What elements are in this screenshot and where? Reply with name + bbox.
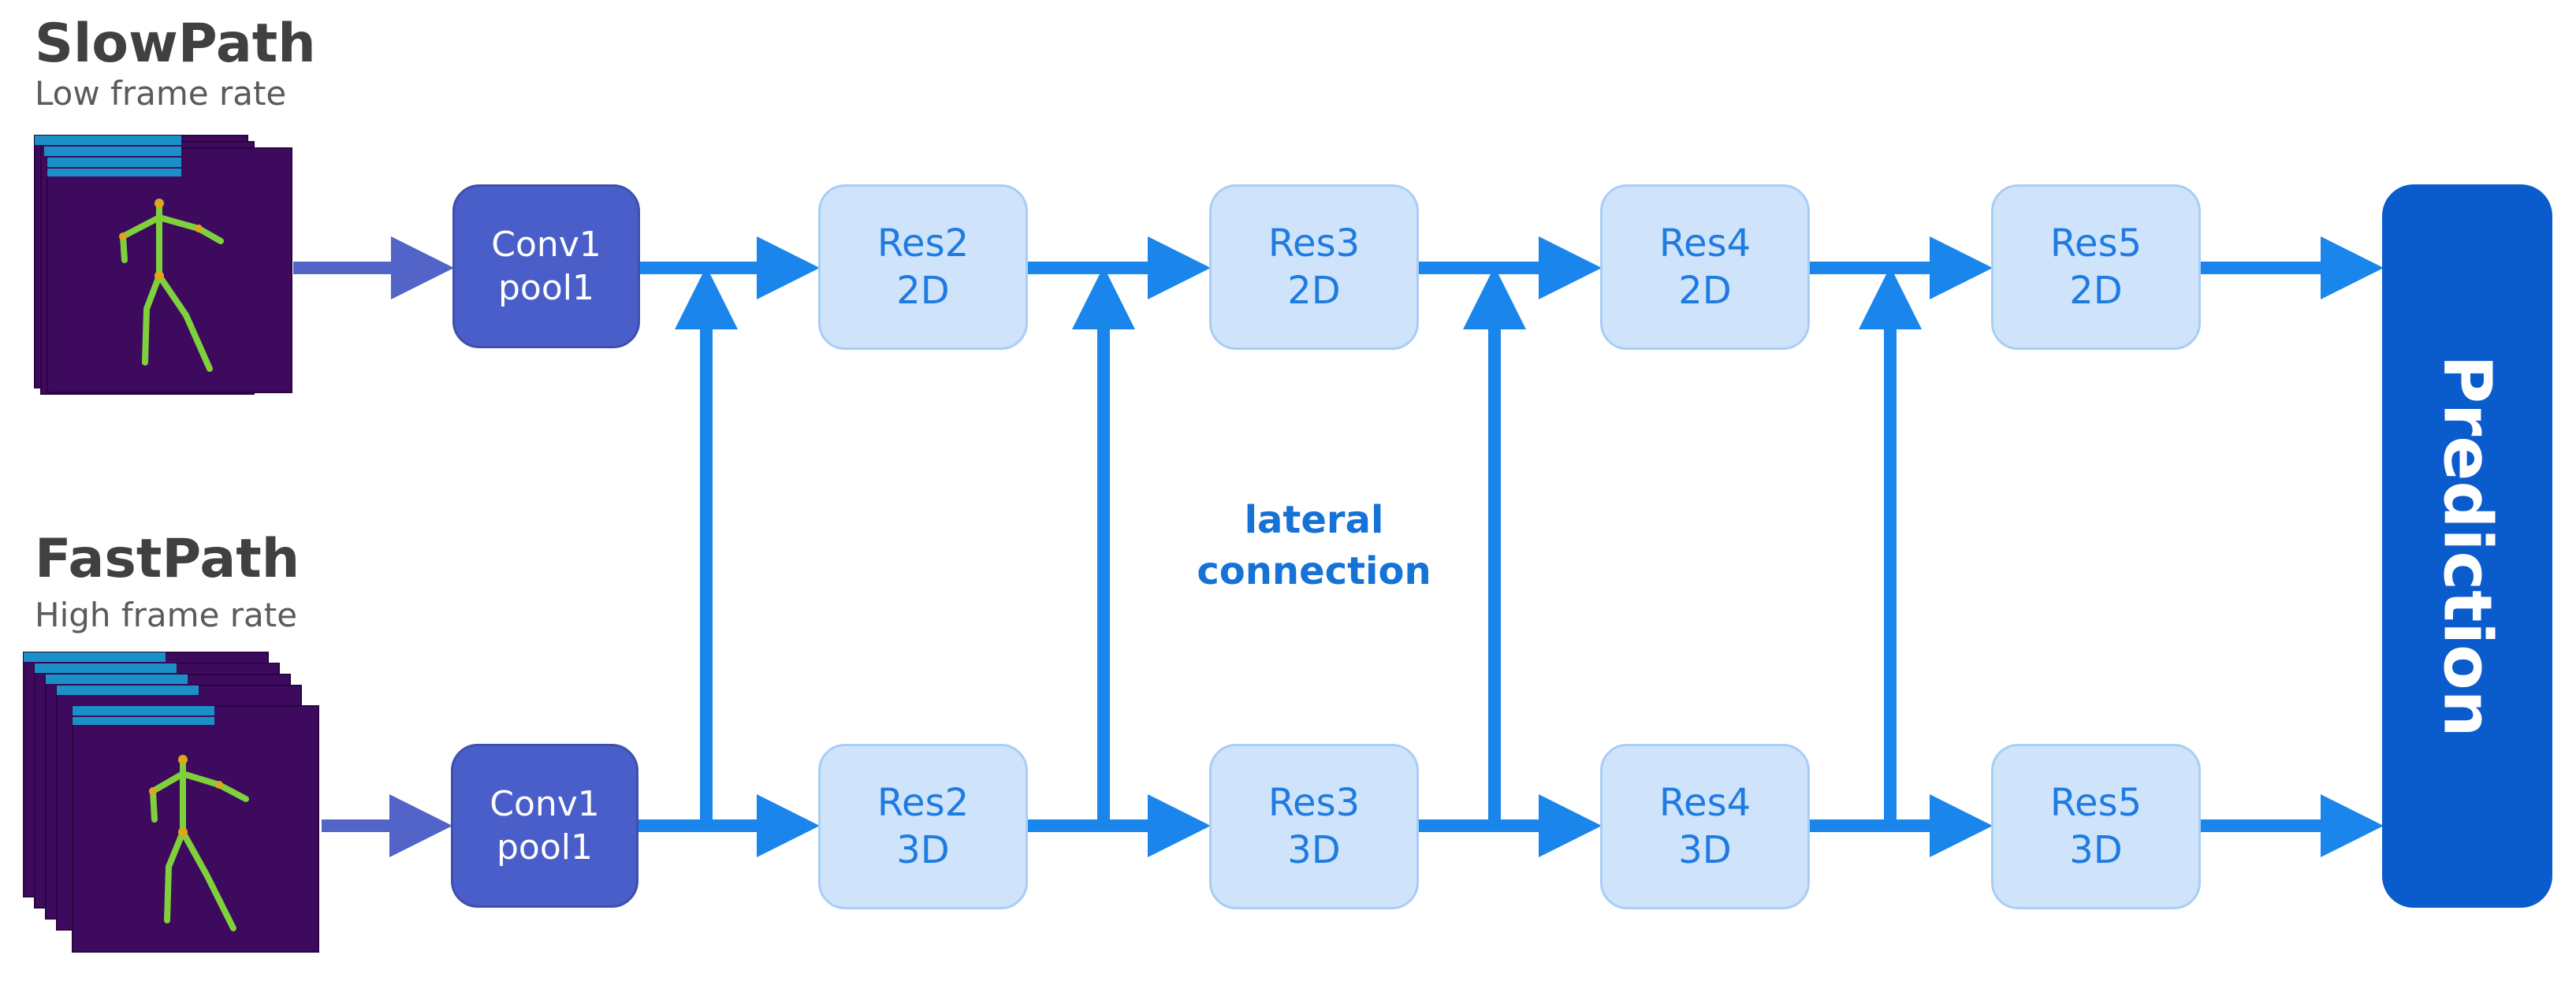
fast-stage-0-line2: pool1	[497, 827, 593, 868]
fast-stage-3-line1: Res4	[1658, 781, 1751, 825]
slow-stage-3-line2: 2D	[1678, 269, 1732, 313]
fast-stage-3-line2: 3D	[1678, 828, 1732, 872]
slow-stage-0-line2: pool1	[498, 268, 594, 308]
fast-res3-block: Res3 3D	[1209, 744, 1419, 909]
fast-stage-2-line2: 3D	[1287, 828, 1341, 872]
fast-res5-block: Res5 3D	[1991, 744, 2201, 909]
fast-stage-0-line1: Conv1	[490, 784, 600, 824]
slow-res5-block: Res5 2D	[1991, 184, 2201, 350]
fastpath-title: FastPath	[35, 528, 300, 590]
lateral-label-line1: lateral	[1244, 498, 1384, 542]
slowpath-title: SlowPath	[35, 13, 316, 75]
lateral-connection-label: lateral connection	[1151, 495, 1477, 597]
lateral-label-line2: connection	[1197, 548, 1431, 593]
fast-stage-4-line1: Res5	[2049, 781, 2142, 825]
slow-conv1-pool1-block: Conv1 pool1	[452, 184, 640, 348]
fast-conv1-pool1-block: Conv1 pool1	[451, 744, 638, 908]
slow-res3-block: Res3 2D	[1209, 184, 1419, 350]
slow-res2-block: Res2 2D	[818, 184, 1028, 350]
slow-stage-1-line2: 2D	[896, 269, 950, 313]
fast-stage-2-line1: Res3	[1268, 781, 1361, 825]
slow-stage-1-line1: Res2	[877, 221, 970, 266]
slow-stage-3-line1: Res4	[1658, 221, 1751, 266]
fast-stage-4-line2: 3D	[2069, 828, 2123, 872]
fast-res4-block: Res4 3D	[1600, 744, 1810, 909]
slowpath-subtitle: Low frame rate	[35, 74, 287, 113]
slow-stage-4-line1: Res5	[2049, 221, 2142, 266]
fast-stage-1-line1: Res2	[877, 781, 970, 825]
fastpath-subtitle: High frame rate	[35, 596, 298, 634]
slow-stage-2-line1: Res3	[1268, 221, 1361, 266]
prediction-block: Prediction	[2382, 184, 2552, 908]
fast-stage-1-line2: 3D	[896, 828, 950, 872]
prediction-label: Prediction	[2429, 355, 2507, 738]
slow-stage-2-line2: 2D	[1287, 269, 1341, 313]
slow-res4-block: Res4 2D	[1600, 184, 1810, 350]
slow-stage-4-line2: 2D	[2069, 269, 2123, 313]
slow-stage-0-line1: Conv1	[491, 225, 601, 265]
fast-res2-block: Res2 3D	[818, 744, 1028, 909]
